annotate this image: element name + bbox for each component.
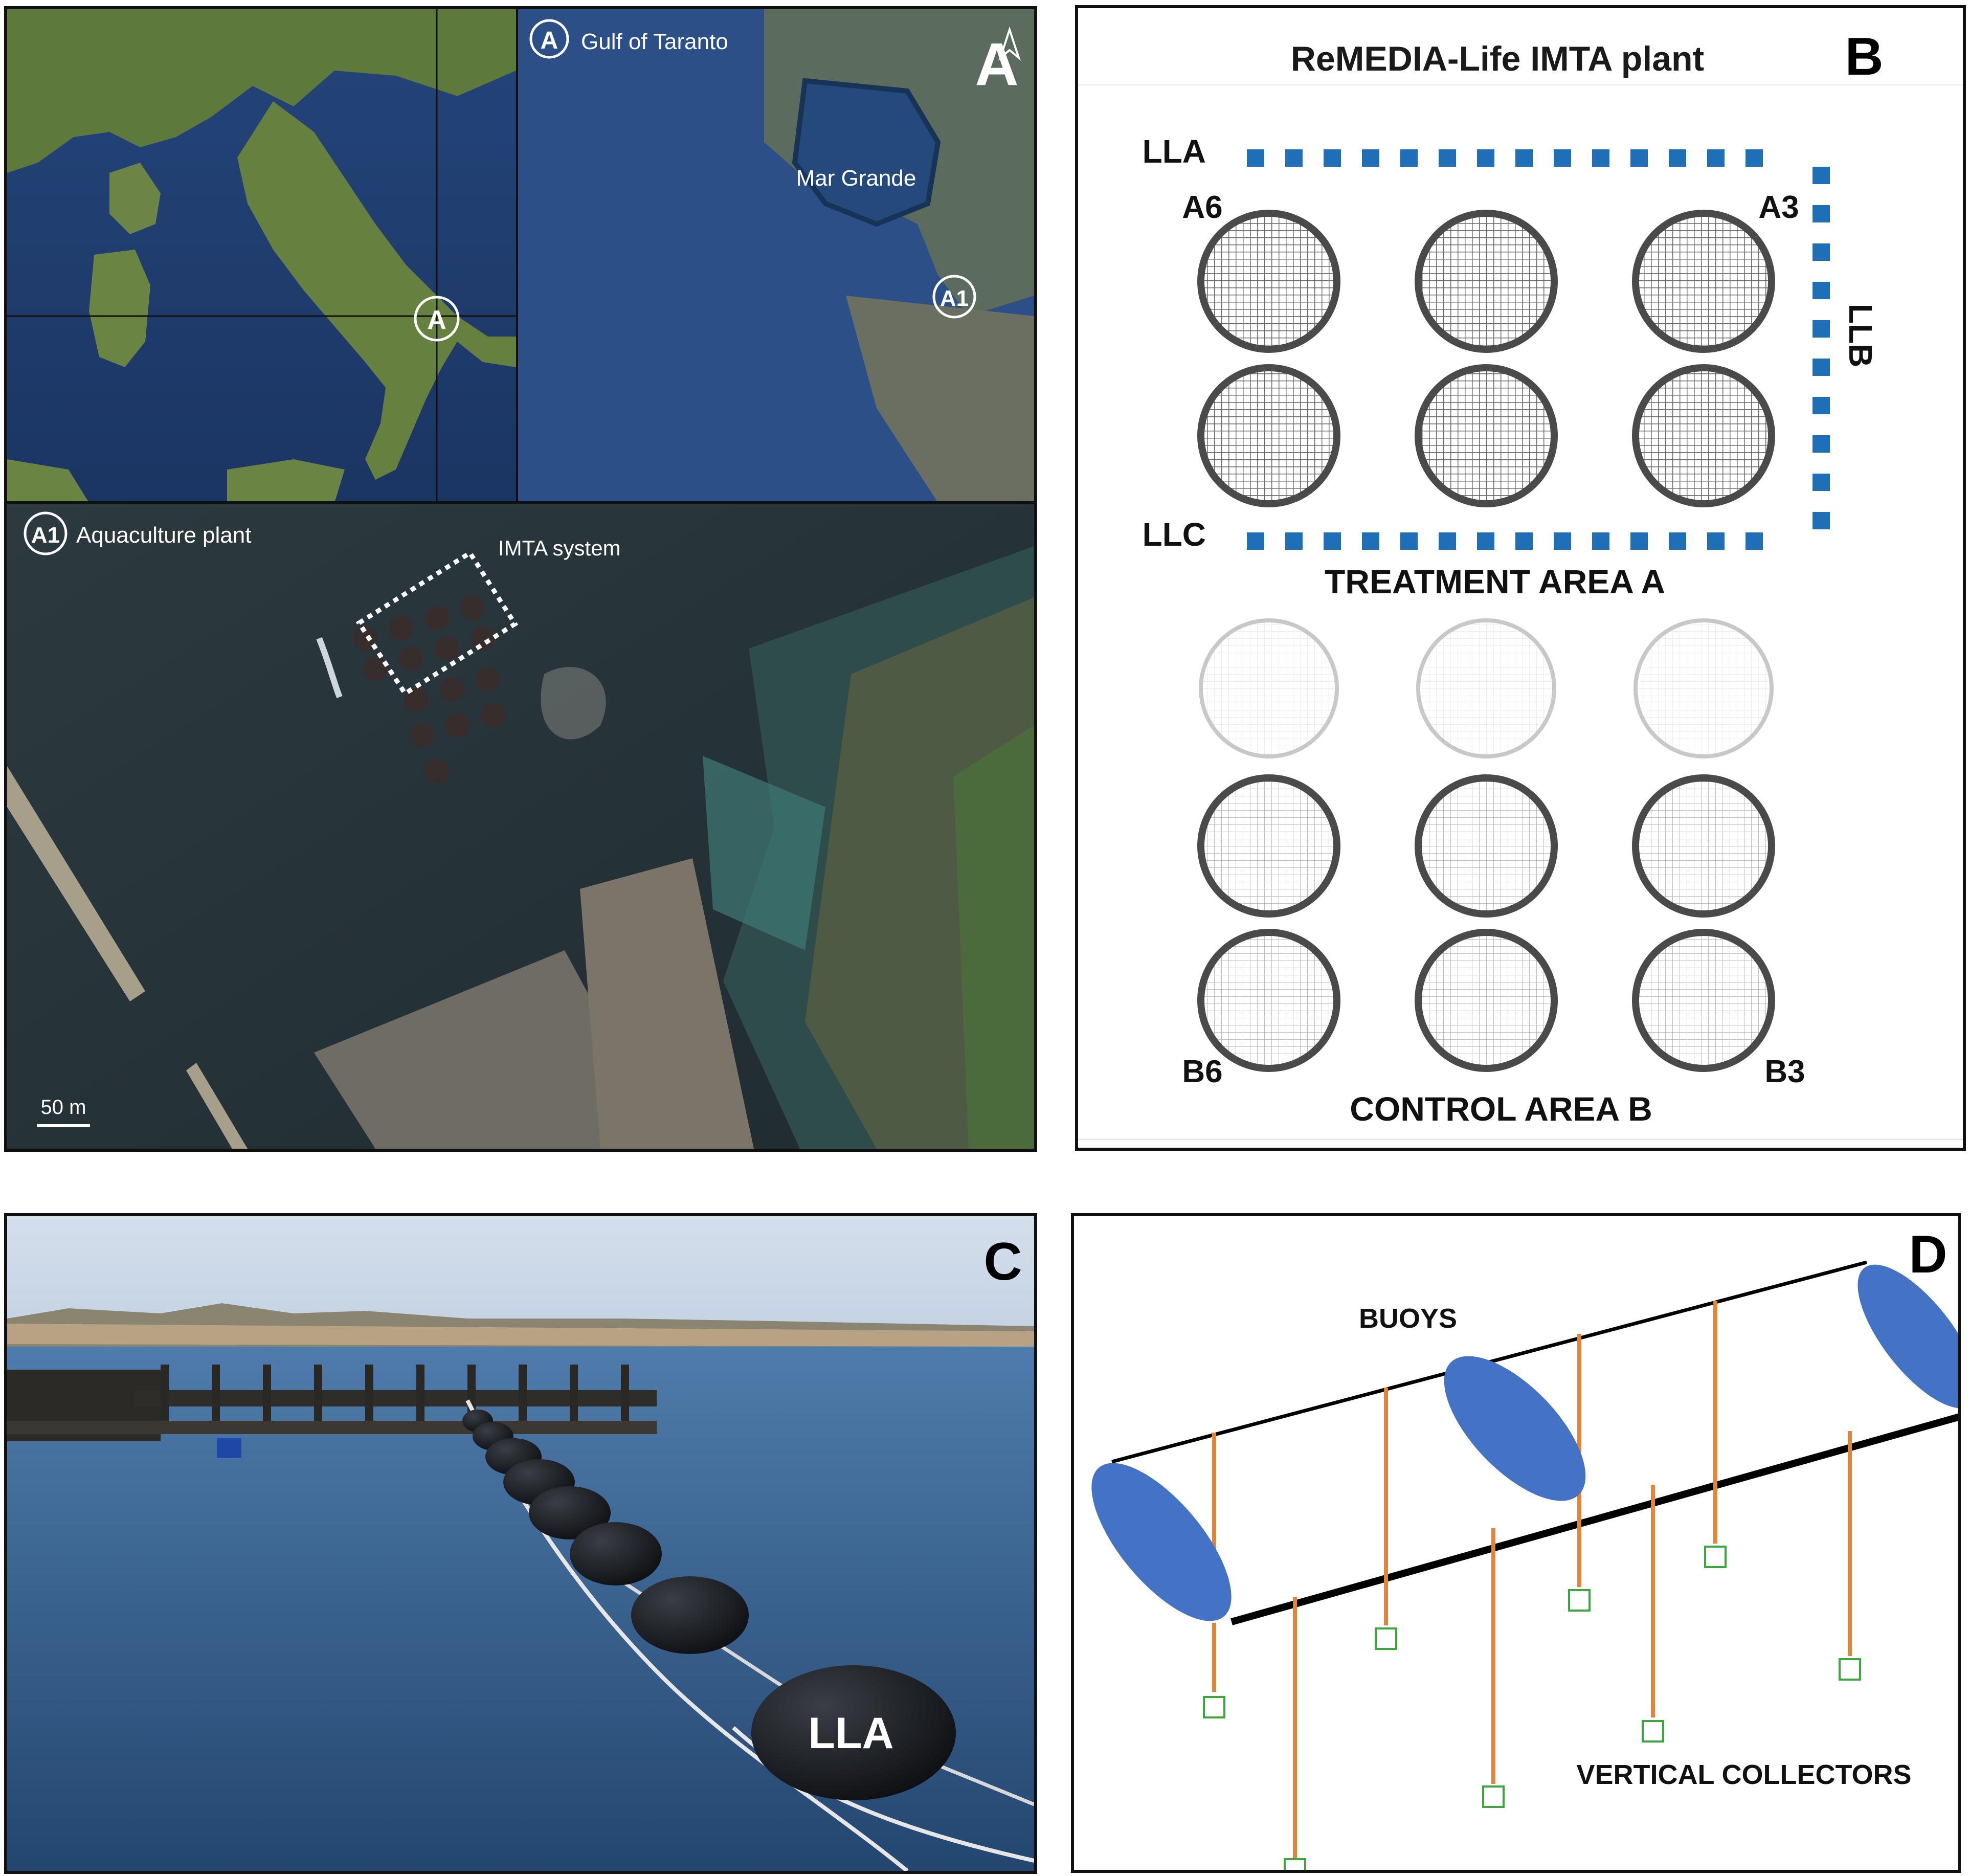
cage-label-b3: B3 <box>1764 1054 1805 1089</box>
panel-c-photo: LLA C <box>7 1216 1034 1871</box>
cage-b-faint-2 <box>1416 618 1556 758</box>
longline-llc-label: LLC <box>1143 516 1206 553</box>
weight-7 <box>1704 1546 1727 1568</box>
blue-barrel <box>217 1438 241 1458</box>
cage-a4 <box>1632 364 1775 507</box>
aquaculture-plant-label: Aquaculture plant <box>76 523 251 548</box>
panel-a: A A Gulf of Taranto Mar Grande A1 A <box>4 6 1037 1152</box>
scale-bar-label: 50 m <box>41 1096 86 1119</box>
gulf-of-taranto-label: Gulf of Taranto <box>581 29 728 54</box>
buoy-left <box>1091 1463 1232 1621</box>
imta-system-label: IMTA system <box>498 536 621 560</box>
cage-a6 <box>1197 210 1340 353</box>
buoys <box>1091 1264 1958 1621</box>
inset-marker-a1: A1 <box>940 286 969 311</box>
weight-1 <box>1203 1696 1225 1718</box>
italy-map: A <box>7 9 516 503</box>
cage-a2 <box>1415 364 1558 507</box>
lower-line <box>1230 1413 1958 1625</box>
north-arrow-icon <box>998 26 1021 61</box>
weight-2 <box>1284 1858 1306 1870</box>
map-marker-a: A <box>427 305 446 335</box>
cage-b-3 <box>1632 774 1775 918</box>
inset-marker-a: A <box>541 27 558 54</box>
cage-b3 <box>1632 929 1775 1072</box>
control-cages <box>1197 618 1775 1072</box>
control-area-label: CONTROL AREA B <box>1350 1090 1652 1128</box>
panel-b-diagram: ReMEDIA-Life IMTA plant B LLA LLB LLC A6… <box>1078 27 1963 1141</box>
weight-8 <box>1839 1658 1861 1681</box>
buoy-line <box>462 1410 956 1800</box>
cage-label-b6: B6 <box>1182 1054 1222 1089</box>
cage-b6 <box>1197 929 1340 1072</box>
gulf-of-taranto-inset: A Gulf of Taranto Mar Grande A1 A <box>516 9 1034 503</box>
buoy-right <box>1858 1264 1958 1409</box>
treatment-cages <box>1197 210 1775 507</box>
cage-circles-satellite <box>353 595 505 784</box>
cage-b-1 <box>1197 774 1340 918</box>
panel-a-letter: A <box>975 31 1018 98</box>
plant-title: ReMEDIA-Life IMTA plant <box>1291 39 1704 78</box>
cage-b-2 <box>1415 774 1558 918</box>
weight-3 <box>1375 1627 1397 1650</box>
weight-4 <box>1482 1785 1505 1808</box>
panel-a-graphic: A A Gulf of Taranto Mar Grande A1 A <box>7 9 1034 1149</box>
panel-c: LLA C <box>4 1213 1037 1874</box>
panel-b: ReMEDIA-Life IMTA plant B LLA LLB LLC A6… <box>1075 5 1966 1151</box>
cage-a1 <box>1197 364 1340 507</box>
weight-6 <box>1642 1720 1664 1743</box>
buoy-middle <box>1444 1356 1586 1501</box>
cage-label-a3: A3 <box>1758 190 1799 225</box>
cage-label-a6: A6 <box>1182 190 1222 225</box>
panel-d-diagram: D BUOYS VERTICAL COLLECTORS <box>1091 1225 1958 1870</box>
vertical-collectors-label: VERTICAL COLLECTORS <box>1576 1759 1911 1790</box>
aquaculture-plant-inset: A1 Aquaculture plant IMTA system 50 m <box>7 501 1034 1149</box>
imta-system-box <box>355 549 519 697</box>
longline-llb-label: LLB <box>1842 304 1879 367</box>
inset-marker-a1-bottom: A1 <box>31 523 60 548</box>
panel-b-letter: B <box>1845 27 1883 86</box>
cage-b-faint-3 <box>1634 618 1774 758</box>
fish-cage-platform <box>7 1365 657 1441</box>
panel-d: D BUOYS VERTICAL COLLECTORS <box>1071 1213 1961 1873</box>
panel-d-letter: D <box>1909 1225 1947 1284</box>
panel-c-letter: C <box>983 1232 1022 1291</box>
buoys-label: BUOYS <box>1359 1303 1457 1334</box>
cage-a3 <box>1632 210 1775 353</box>
collector-weights <box>1203 1546 1861 1870</box>
mar-grande-label: Mar Grande <box>796 166 916 191</box>
treatment-area-label: TREATMENT AREA A <box>1325 563 1665 600</box>
cage-b-faint-1 <box>1199 618 1339 758</box>
longline-lla-label: LLA <box>1143 133 1206 170</box>
cage-b-5 <box>1415 929 1558 1072</box>
buoy-lla <box>751 1665 956 1800</box>
weight-5 <box>1568 1589 1591 1612</box>
cage-a5 <box>1415 210 1558 353</box>
buoy-lla-label: LLA <box>808 1709 893 1758</box>
